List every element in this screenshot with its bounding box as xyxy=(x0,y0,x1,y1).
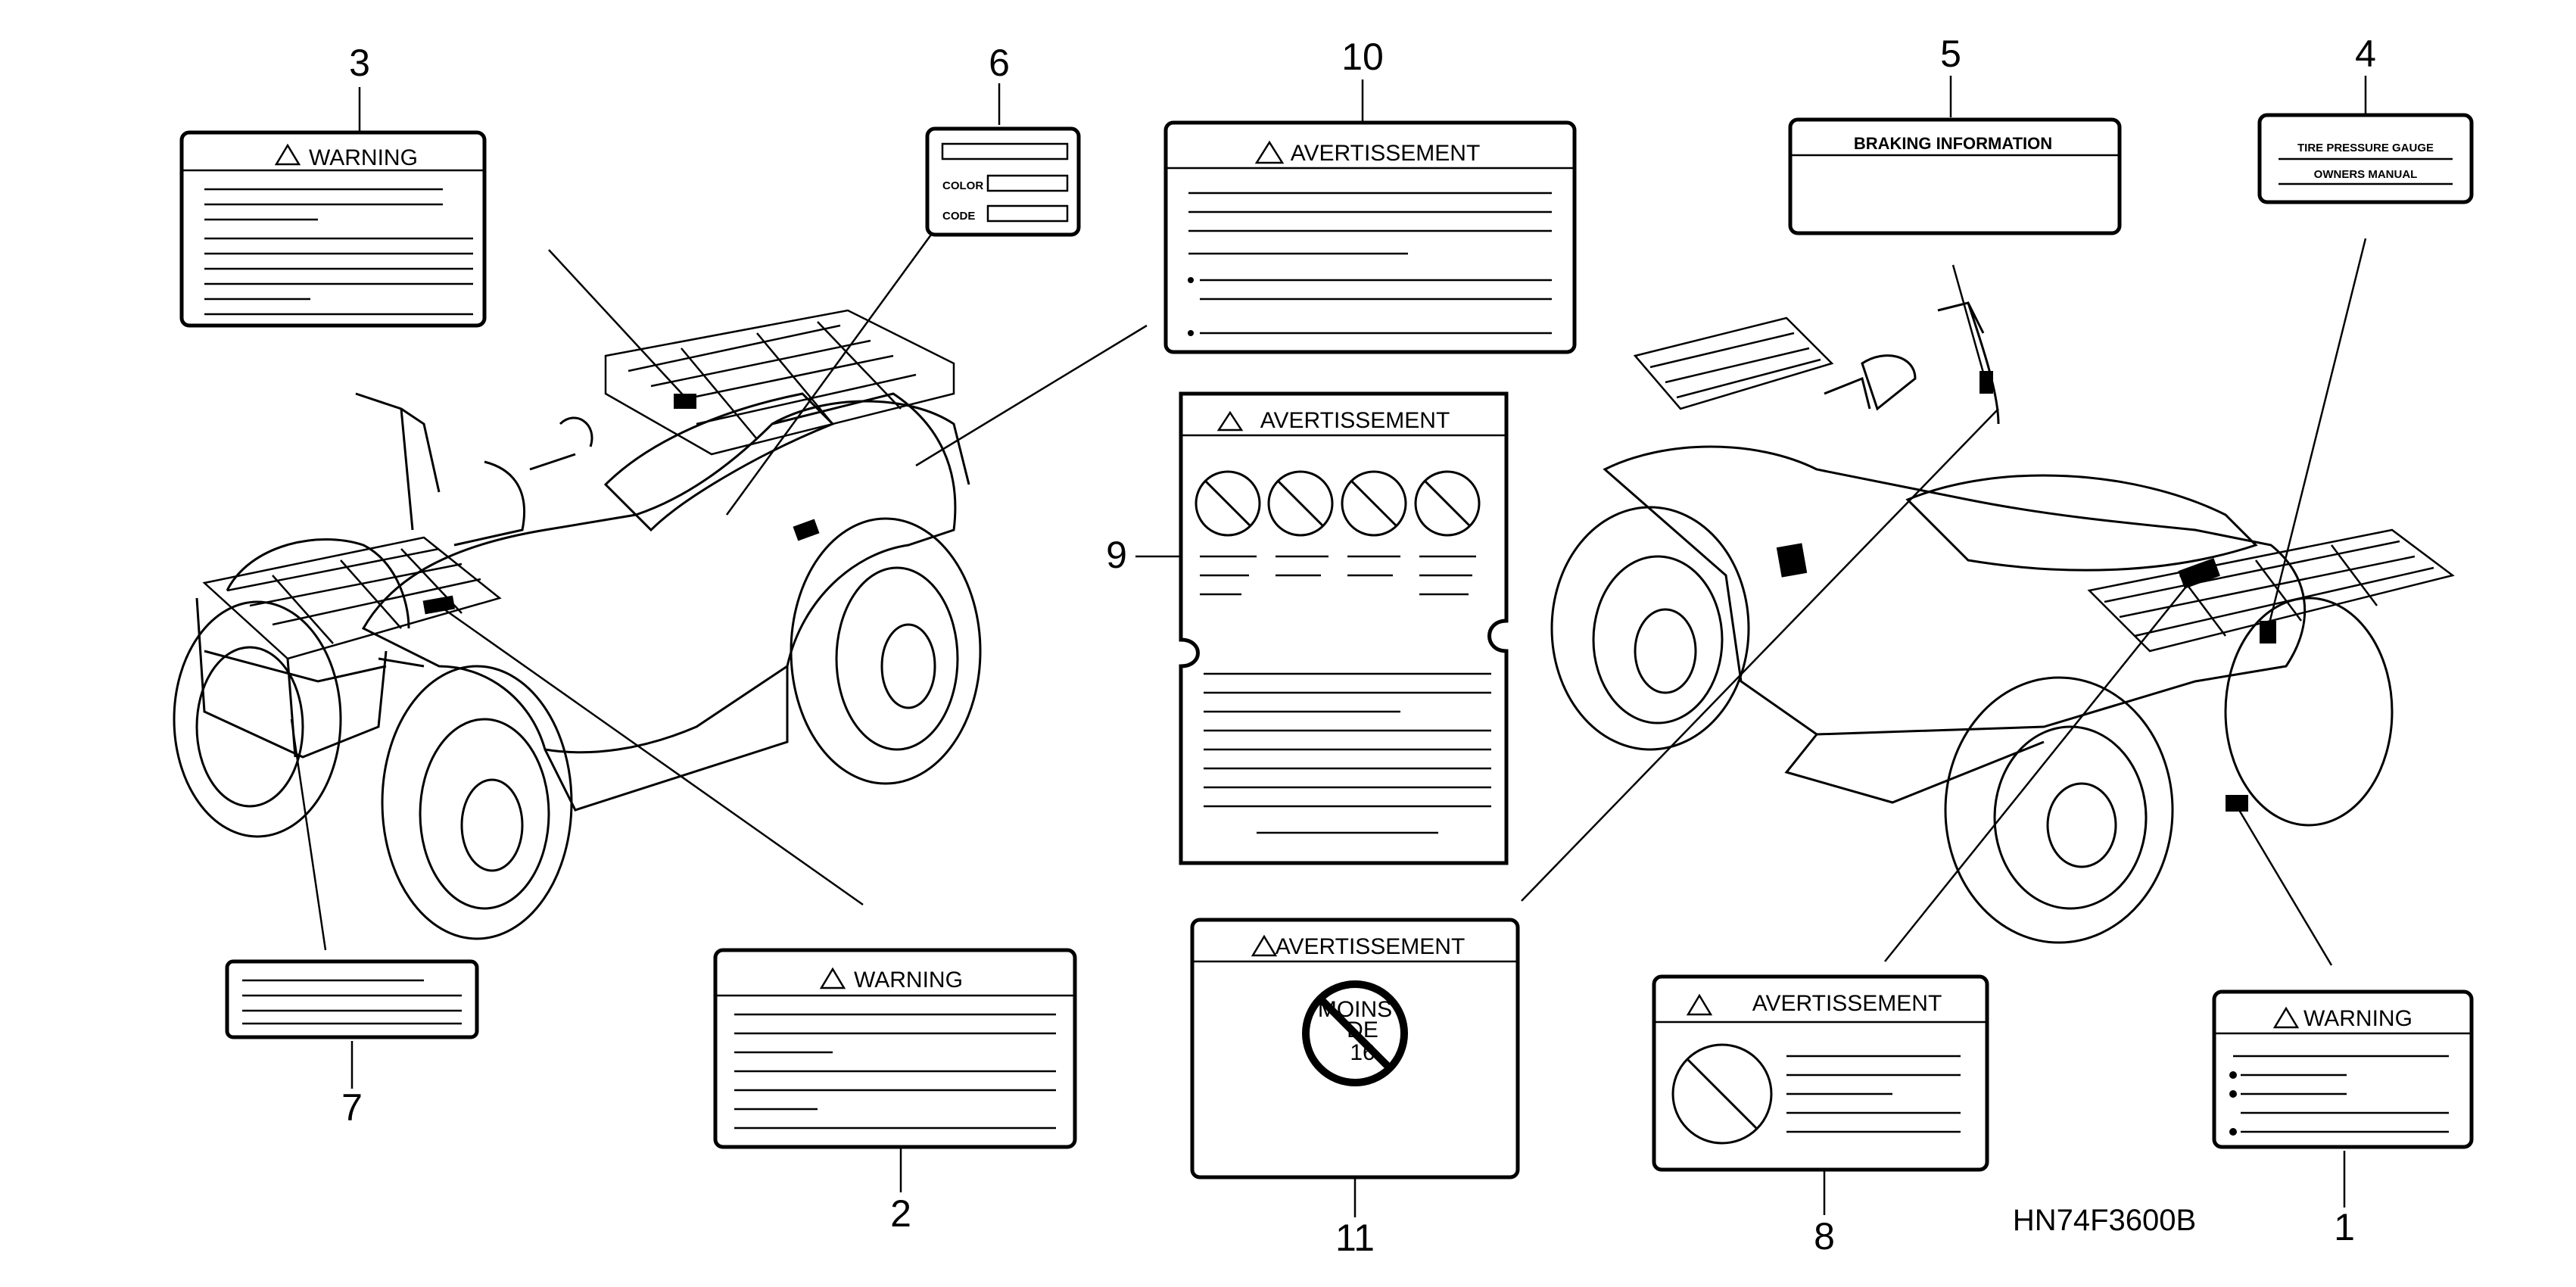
callout-2: 2 xyxy=(890,1192,911,1235)
no-helmetless-icon xyxy=(1414,470,1481,537)
warning-triangle-icon xyxy=(1686,993,1713,1016)
svg-text:AVERTISSEMENT: AVERTISSEMENT xyxy=(1260,408,1450,433)
callout-1: 1 xyxy=(2334,1206,2355,1248)
label-6-color-code: COLOR CODE xyxy=(925,126,1081,237)
label-1-warning: WARNING xyxy=(2212,989,2474,1149)
atv-left-illustration xyxy=(173,309,982,940)
svg-text:COLOR: COLOR xyxy=(942,179,983,192)
label-3-warning: WARNING xyxy=(179,130,487,328)
label-4-tire-pressure: TIRE PRESSURE GAUGE OWNERS MANUAL xyxy=(2257,113,2474,204)
warning-triangle-icon xyxy=(819,967,846,989)
label-11-avertissement-age: AVERTISSEMENT MOINS DE 16 xyxy=(1190,918,1520,1179)
warning-triangle-icon xyxy=(1251,934,1278,957)
atv-right-illustration xyxy=(1550,301,2455,944)
callout-numbers: 1 2 3 4 5 6 7 8 9 10 11 xyxy=(341,33,2376,1259)
prohibition-icons xyxy=(1195,470,1481,537)
label-8-avertissement: AVERTISSEMENT xyxy=(1652,974,1989,1172)
warning-triangle-icon xyxy=(1216,410,1244,432)
no-under-16-icon: MOINS DE 16 xyxy=(1302,980,1408,1086)
warning-triangle-icon xyxy=(2272,1006,2300,1029)
svg-text:BRAKING INFORMATION: BRAKING INFORMATION xyxy=(1854,134,2052,153)
warning-triangle-icon xyxy=(1254,140,1285,164)
svg-text:DE: DE xyxy=(1347,1017,1378,1042)
no-passenger-icon xyxy=(1195,470,1261,537)
callout-6: 6 xyxy=(989,42,1010,84)
svg-text:OWNERS MANUAL: OWNERS MANUAL xyxy=(2314,168,2418,181)
callout-9: 9 xyxy=(1106,534,1127,576)
label-10-avertissement: AVERTISSEMENT xyxy=(1163,120,1577,354)
callout-10: 10 xyxy=(1341,36,1384,78)
warning-triangle-icon xyxy=(274,143,301,166)
label-2-warning: WARNING xyxy=(713,948,1077,1149)
svg-text:WARNING: WARNING xyxy=(2303,1006,2412,1031)
label-7-plate xyxy=(225,959,479,1039)
label-9-avertissement: AVERTISSEMENT xyxy=(1179,391,1509,865)
no-exhaust-touch-icon xyxy=(1671,1043,1773,1145)
no-road-riding-icon xyxy=(1267,470,1334,537)
svg-text:AVERTISSEMENT: AVERTISSEMENT xyxy=(1291,141,1481,166)
svg-text:16: 16 xyxy=(1350,1040,1375,1065)
callout-8: 8 xyxy=(1814,1215,1835,1257)
callout-11: 11 xyxy=(1335,1217,1375,1259)
svg-text:WARNING: WARNING xyxy=(309,145,418,170)
svg-text:TIRE PRESSURE GAUGE: TIRE PRESSURE GAUGE xyxy=(2297,142,2434,154)
label-5-braking-information: BRAKING INFORMATION xyxy=(1788,117,2122,235)
svg-text:MOINS: MOINS xyxy=(1318,997,1392,1022)
callout-3: 3 xyxy=(349,42,370,84)
no-alcohol-icon xyxy=(1341,470,1407,537)
svg-text:WARNING: WARNING xyxy=(854,968,963,993)
svg-text:AVERTISSEMENT: AVERTISSEMENT xyxy=(1276,934,1466,959)
svg-text:CODE: CODE xyxy=(942,210,975,223)
callout-7: 7 xyxy=(341,1086,363,1129)
callout-4: 4 xyxy=(2355,33,2376,75)
callout-5: 5 xyxy=(1940,33,1961,75)
diagram-code: HN74F3600B xyxy=(2013,1204,2196,1237)
svg-text:AVERTISSEMENT: AVERTISSEMENT xyxy=(1752,991,1942,1016)
